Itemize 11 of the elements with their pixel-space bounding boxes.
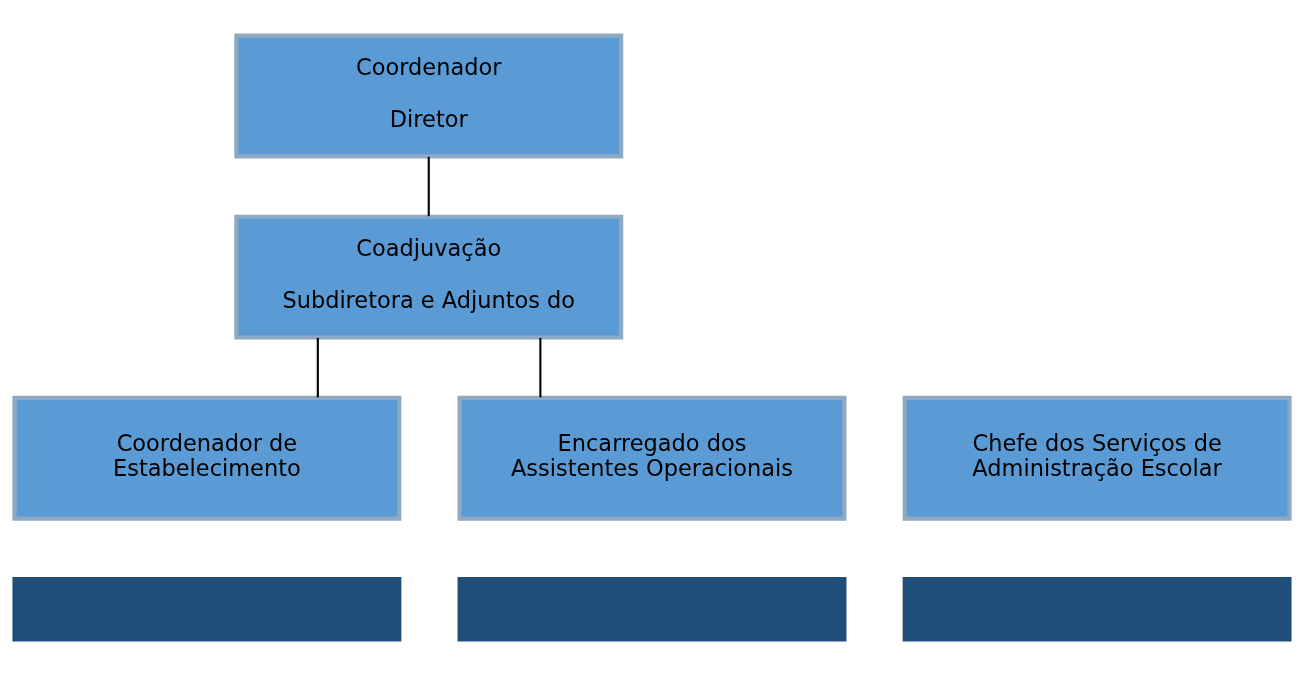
node-box: Encarregado dos Assistentes Operacionais xyxy=(457,395,847,521)
node-box: Coordenador Diretor xyxy=(234,33,624,159)
node-box: Coordenador de Estabelecimento xyxy=(12,395,402,521)
node-bar xyxy=(902,576,1292,642)
connector xyxy=(427,156,430,217)
node-box: Chefe dos Serviços de Administração Escolar xyxy=(902,395,1292,521)
connector xyxy=(539,337,542,398)
node-box: Coadjuvação Subdiretora e Adjuntos do xyxy=(234,214,624,340)
node-bar xyxy=(457,576,847,642)
connector xyxy=(316,337,319,398)
node-bar xyxy=(12,576,402,642)
